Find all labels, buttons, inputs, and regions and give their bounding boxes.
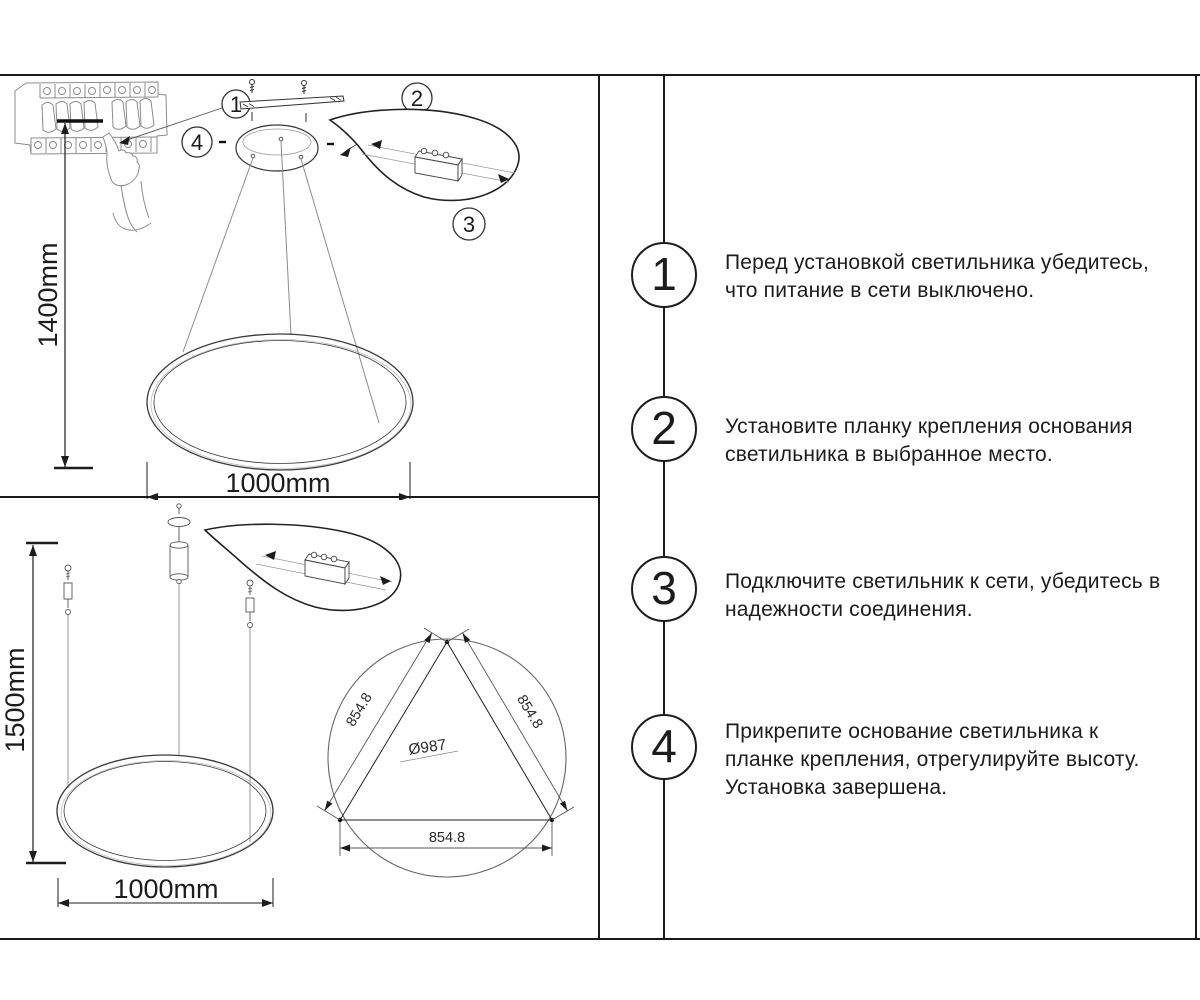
bracket-screw-right: [301, 80, 307, 122]
step-1-number: 1: [651, 248, 677, 300]
dim-1000mm-top-label: 1000mm: [225, 468, 330, 498]
step-4-number: 4: [651, 720, 677, 772]
dimension-1000mm-top: 1000mm: [146, 462, 411, 500]
suspension-wires: [182, 140, 380, 424]
dim-right-side: [446, 628, 575, 821]
dim-1400mm-label: 1400mm: [33, 242, 63, 347]
callout-3-number: 3: [463, 212, 475, 237]
callout-3: 3: [452, 207, 486, 241]
dimension-1500mm: 1500mm: [0, 541, 66, 865]
step-2-text: Установите планку крепления основания св…: [725, 415, 1133, 466]
dim-left-side: [316, 627, 448, 821]
step-1-badge: 1: [631, 242, 697, 308]
wiring-detail-bubble-2: [203, 523, 402, 612]
dim-left-side-label: 854.8: [343, 690, 375, 729]
dim-1500mm-label: 1500mm: [0, 647, 30, 752]
step-3-badge: 3: [631, 556, 697, 622]
step-2-number: 2: [651, 402, 677, 454]
wiring-detail-bubble: [328, 108, 520, 202]
circuit-breaker-panel: [14, 81, 168, 155]
bracket-screw-left: [249, 79, 255, 121]
dim-bottom-side: [339, 822, 553, 856]
pointing-hand: [102, 132, 152, 233]
ceiling-canopy: [235, 124, 319, 172]
callout-1: 1: [119, 89, 251, 145]
drawing-column-divider: [598, 74, 600, 940]
mounting-circle-diagram: 854.8 854.8 854.8 Ø987: [316, 627, 575, 878]
bottom-border-rule: [0, 938, 1200, 940]
step-2-badge: 2: [631, 396, 697, 462]
dim-1000mm-bottom-label: 1000mm: [113, 874, 218, 904]
breaker-top-terminals: [39, 83, 159, 99]
callout-1-number: 1: [230, 92, 242, 117]
ring-lamp-top: [146, 333, 414, 471]
step-4-text: Прикрепите основание светильника к планк…: [725, 720, 1140, 799]
suspension-anchor-right: [245, 579, 255, 842]
dimension-1400mm: 1400mm: [33, 119, 103, 470]
terminal-block-2: [255, 551, 393, 591]
steps-connector-line: [663, 75, 665, 938]
step-4-badge: 4: [631, 714, 697, 780]
callout-2: 2: [340, 82, 433, 157]
terminal-block: [361, 140, 516, 183]
callout-4-number: 4: [191, 130, 203, 155]
right-border-rule: [1195, 74, 1197, 940]
top-drawing-pendant-overview: 1400mm 1: [14, 79, 520, 500]
bottom-drawing-pendant-dimensions: 1500mm: [0, 503, 575, 907]
suspension-anchor-left: [63, 564, 73, 788]
callout-2-number: 2: [411, 86, 423, 111]
step-3-text: Подключите светильник к сети, убедитесь …: [725, 570, 1161, 621]
mounting-bracket: [239, 79, 345, 122]
ring-lamp-bottom: [56, 754, 274, 868]
step-1-text: Перед установкой светильника убедитесь, …: [725, 251, 1149, 302]
top-border-rule: [0, 74, 1200, 76]
dim-right-side-label: 854.8: [513, 692, 545, 731]
breaker-bottom-terminals: [30, 136, 158, 153]
breaker-toggles: [41, 98, 155, 133]
step-3-number: 3: [651, 562, 677, 614]
callout-4: 4: [181, 126, 334, 158]
dimension-1000mm-bottom: 1000mm: [57, 874, 274, 907]
diameter-label: Ø987: [407, 736, 447, 758]
dim-bottom-side-label: 854.8: [429, 830, 465, 846]
center-canopy-cylinder: [167, 503, 191, 756]
